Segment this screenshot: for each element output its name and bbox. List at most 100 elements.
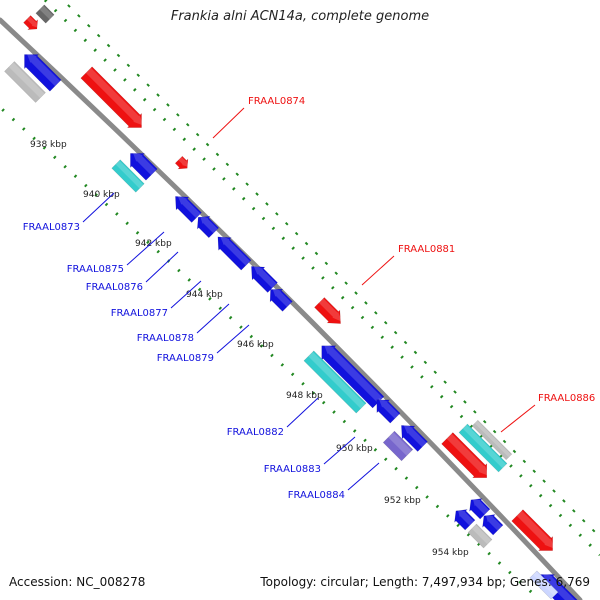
gene-label-fraal0883[interactable]: FRAAL0883 <box>264 464 321 475</box>
feature-reverse-bottom-b-shape <box>482 514 504 536</box>
feature-other-top-left-shape <box>4 61 46 103</box>
feature-forward-FRAAL0881-gloss <box>318 298 343 322</box>
gene-leader-line <box>216 324 250 354</box>
feature-highlight-FRAAL0882-gloss <box>308 351 366 409</box>
scale-tick-label: 942 kbp <box>135 239 172 249</box>
feature-highlight-FRAAL0873-shape <box>111 159 145 193</box>
feature-reverse-FRAAL0873-a <box>130 151 158 181</box>
feature-reverse-FRAAL0873-a-gloss <box>132 151 157 176</box>
feature-reverse-top-shape <box>24 54 62 92</box>
feature-forward-FRAAL0886-gloss <box>446 433 489 476</box>
gene-leader-line <box>286 397 319 428</box>
feature-reverse-FRAAL0875-gloss <box>177 194 201 219</box>
feature-reverse-bottom-c-shape <box>454 509 476 531</box>
feature-reverse-FRAAL0879-shape <box>269 288 293 312</box>
gene-leader-line <box>500 404 536 433</box>
feature-other-bottom <box>467 523 493 549</box>
gene-label-fraal0876[interactable]: FRAAL0876 <box>86 282 143 293</box>
map-title: Frankia alni ACN14a, complete genome <box>170 9 430 24</box>
feature-forward-FRAAL0881-shape <box>314 297 341 324</box>
accession-text: Accession: NC_008278 <box>9 575 146 589</box>
feature-highlight-FRAAL0886-shape <box>458 423 508 473</box>
gene-label-fraal0874[interactable]: FRAAL0874 <box>248 96 305 107</box>
scale-tick-label: 946 kbp <box>237 340 274 350</box>
feature-reverse-bottom-a-gloss <box>472 498 490 515</box>
feature-reverse-top <box>24 52 62 92</box>
feature-reverse-FRAAL0879-gloss <box>272 287 292 307</box>
gene-label-fraal0886[interactable]: FRAAL0886 <box>538 393 595 404</box>
feature-reverse-FRAAL0877 <box>217 235 252 271</box>
feature-reverse-bottom-c-gloss <box>457 509 475 526</box>
gene-label-fraal0879[interactable]: FRAAL0879 <box>157 353 214 364</box>
feature-other-corner <box>529 570 559 600</box>
scale-tick-label: 944 kbp <box>186 290 223 300</box>
feature-reverse-FRAAL0873-a-shape <box>130 153 158 181</box>
feature-other-FRAAL0886-shape <box>471 419 513 461</box>
gene-leader-line <box>82 192 115 223</box>
feature-rna-FRAAL0884 <box>382 430 414 462</box>
dotted-track-line <box>61 0 600 538</box>
gene-leader-line <box>170 280 202 309</box>
scale-tick-label: 940 kbp <box>83 190 120 200</box>
gene-leader-line <box>126 231 165 266</box>
gene-leader-line <box>361 255 395 286</box>
feature-reverse-FRAAL0875-shape <box>175 196 202 223</box>
feature-reverse-bottom-b <box>482 514 504 536</box>
gene-label-fraal0881[interactable]: FRAAL0881 <box>398 244 455 255</box>
gene-label-fraal0875[interactable]: FRAAL0875 <box>67 264 124 275</box>
feature-reverse-FRAAL0876 <box>197 215 220 239</box>
scale-tick-label: 954 kbp <box>432 548 469 558</box>
feature-rna-FRAAL0884-shape <box>382 430 414 462</box>
feature-other-top-left-gloss <box>8 62 45 99</box>
feature-reverse-corner-gloss <box>542 572 577 600</box>
feature-other-bottom-gloss <box>471 524 492 545</box>
feature-forward-1-gloss <box>85 67 144 126</box>
gene-label-fraal0884[interactable]: FRAAL0884 <box>288 490 345 501</box>
feature-reverse-bottom-a <box>469 498 491 520</box>
feature-forward-1-shape <box>80 66 142 128</box>
topology-text: Topology: circular; Length: 7,497,934 bp… <box>260 575 590 589</box>
feature-forward-top-a-shape <box>23 15 38 30</box>
dotted-track-line <box>43 0 600 557</box>
features-layer <box>4 4 578 600</box>
feature-forward-FRAAL0881 <box>314 297 343 324</box>
feature-forward-FRAAL0886 <box>441 432 489 479</box>
feature-other-corner-gloss <box>533 571 558 596</box>
feature-other-FRAAL0886-gloss <box>474 420 512 458</box>
feature-reverse-FRAAL0882 <box>321 343 385 409</box>
feature-other-top-gloss <box>39 5 54 20</box>
feature-forward-1 <box>80 66 144 128</box>
gene-label-fraal0878[interactable]: FRAAL0878 <box>137 333 194 344</box>
feature-reverse-FRAAL0878 <box>251 264 278 293</box>
feature-reverse-bottom-c <box>454 509 476 531</box>
feature-reverse-FRAAL0875 <box>175 194 202 223</box>
feature-reverse-FRAAL0876-shape <box>197 216 220 239</box>
feature-other-top-left <box>4 61 46 103</box>
feature-reverse-FRAAL0883-a <box>376 398 401 424</box>
feature-highlight-FRAAL0886 <box>458 423 508 473</box>
feature-highlight-FRAAL0873 <box>111 159 145 193</box>
feature-reverse-FRAAL0883-b-shape <box>401 425 428 452</box>
feature-reverse-FRAAL0883-b <box>401 423 428 452</box>
feature-forward-top-a <box>23 15 39 30</box>
scale-tick-label: 938 kbp <box>30 140 67 150</box>
gene-leader-line <box>212 107 245 139</box>
gene-label-fraal0873[interactable]: FRAAL0873 <box>23 222 80 233</box>
feature-reverse-top-gloss <box>26 52 61 87</box>
feature-highlight-FRAAL0873-gloss <box>115 160 144 189</box>
feature-reverse-FRAAL0879 <box>269 287 293 312</box>
scale-tick-label: 950 kbp <box>336 444 373 454</box>
genome-backbone <box>0 17 583 600</box>
scale-tick-label: 952 kbp <box>384 496 421 506</box>
feature-reverse-FRAAL0882-gloss <box>323 343 383 403</box>
feature-forward-FRAAL0874 <box>174 155 189 170</box>
gene-label-fraal0882[interactable]: FRAAL0882 <box>227 427 284 438</box>
backbone-layer <box>0 17 583 600</box>
gene-label-fraal0877[interactable]: FRAAL0877 <box>111 308 168 319</box>
gene-leader-line <box>145 251 179 283</box>
feature-highlight-FRAAL0886-gloss <box>462 424 507 469</box>
feature-other-bottom-shape <box>467 523 493 549</box>
feature-forward-bottom-shape <box>511 509 553 551</box>
